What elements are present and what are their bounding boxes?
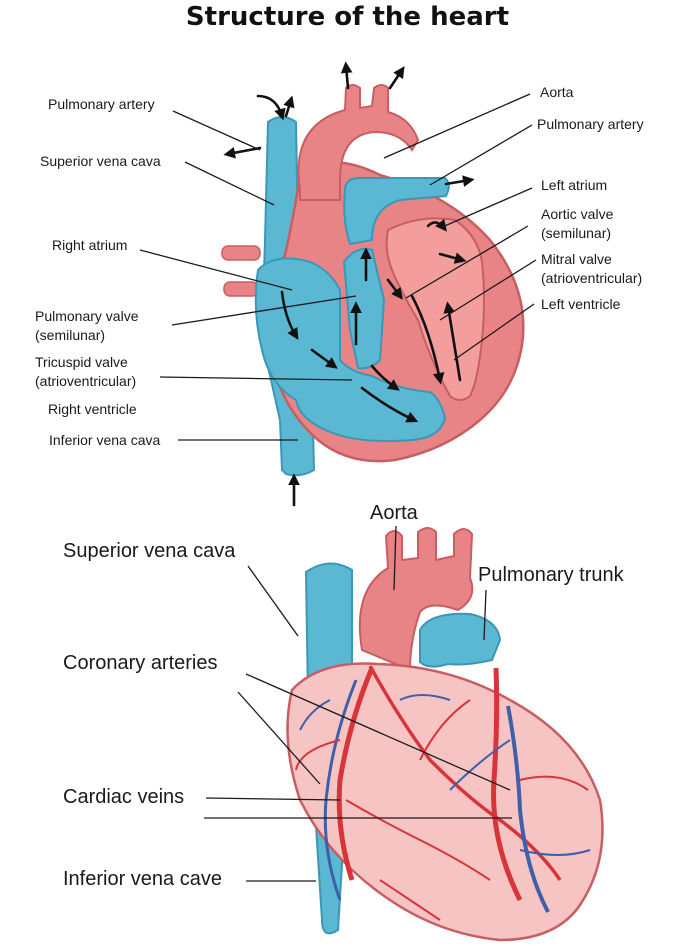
label-inferior-vena-cava: Inferior vena cava: [49, 432, 161, 448]
left-heart-chambers: [385, 217, 485, 401]
pulmonary-trunk-vessel: [343, 177, 450, 246]
label-left-ventricle: Left ventricle: [541, 296, 621, 312]
aorta-external: [358, 527, 474, 672]
heart-external-view: [204, 525, 604, 942]
label-right-ventricle: Right ventricle: [48, 401, 137, 417]
label-aorta-external: Aorta: [370, 502, 418, 524]
right-ventricle-outflow: [342, 247, 386, 370]
leader-lines-top: [139, 93, 537, 441]
page-title: Structure of the heart: [185, 2, 510, 32]
label-aorta: Aorta: [540, 84, 574, 100]
label-pulmonary-artery-left: Pulmonary artery: [48, 96, 155, 112]
label-pulmonary-valve: Pulmonary valve: [35, 308, 139, 324]
label-left-atrium: Left atrium: [541, 177, 608, 193]
label-pulmonary-trunk: Pulmonary trunk: [478, 564, 624, 586]
label-superior-vena-cava-external: Superior vena cava: [63, 540, 236, 562]
label-inferior-vena-cave: Inferior vena cave: [63, 868, 222, 890]
heart-body-external: [286, 662, 604, 942]
label-right-atrium: Right atrium: [52, 237, 128, 253]
leader-lines-bottom: [204, 525, 512, 882]
heart-cross-section: [139, 61, 537, 507]
coronary-vessels: [295, 665, 591, 921]
label-aortic-valve-sub: (semilunar): [541, 225, 612, 241]
vessel-stub: [221, 245, 261, 261]
blood-flow-arrows: [223, 61, 475, 507]
label-coronary-arteries: Coronary arteries: [63, 652, 218, 674]
label-pulmonary-artery-right: Pulmonary artery: [537, 116, 644, 132]
label-mitral-valve-sub: (atrioventricular): [541, 270, 643, 286]
label-cardiac-veins: Cardiac veins: [63, 786, 185, 808]
label-aortic-valve: Aortic valve: [541, 206, 614, 222]
label-tricuspid-valve: Tricuspid valve: [35, 354, 128, 370]
label-pulmonary-valve-sub: (semilunar): [35, 327, 106, 343]
label-superior-vena-cava: Superior vena cava: [40, 153, 161, 169]
label-tricuspid-valve-sub: (atrioventricular): [35, 373, 137, 389]
aortic-arch: [297, 84, 420, 201]
pulmonary-trunk-external: [419, 612, 502, 668]
label-mitral-valve: Mitral valve: [541, 251, 612, 267]
vessel-stub: [223, 281, 259, 297]
